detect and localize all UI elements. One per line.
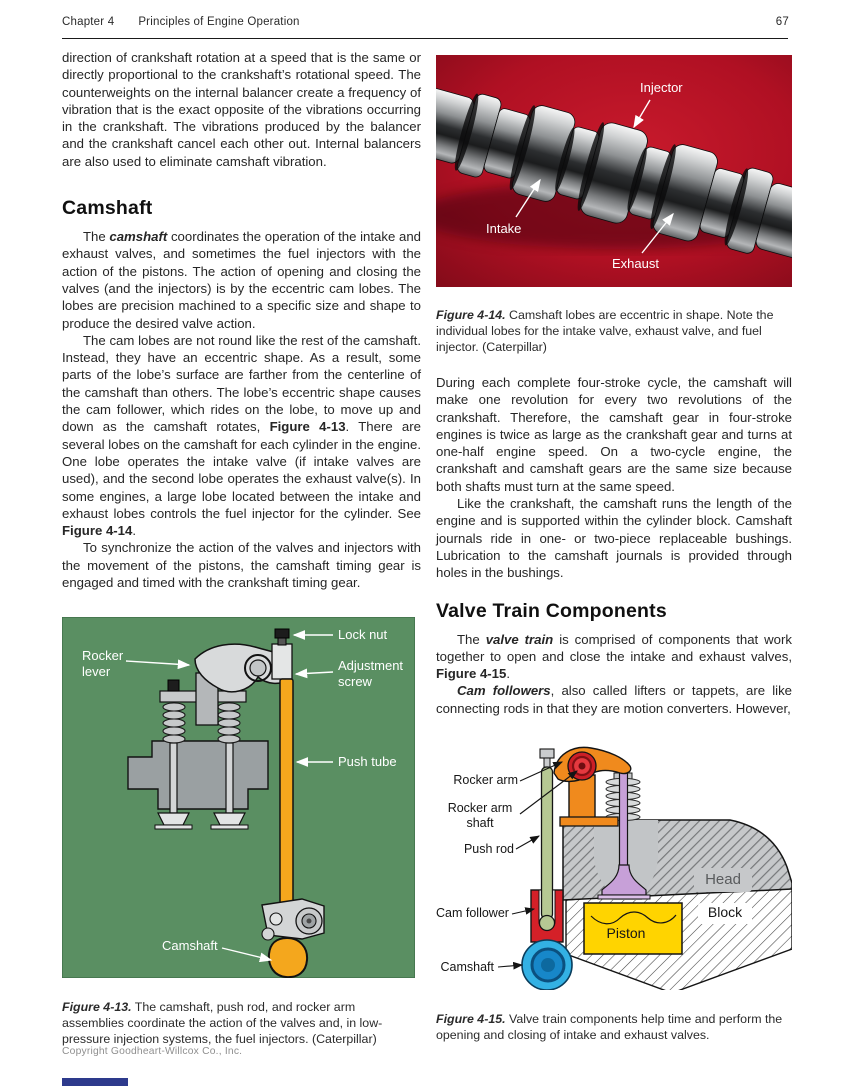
copyright-notice: Copyright Goodheart-Willcox Co., Inc. <box>62 1046 243 1057</box>
paragraph-four-stroke: During each complete four-stroke cycle, … <box>436 375 792 494</box>
right-column: During each complete four-stroke cycle, … <box>436 374 792 717</box>
paragraph-cam-followers: Cam followers, also called lifters or ta… <box>436 683 792 716</box>
exhaust-label: Exhaust <box>612 256 659 271</box>
rocker-arm-shaft-label: Rocker arm shaft <box>447 801 513 830</box>
push-tube-label: Push tube <box>338 754 397 769</box>
figure-4-13-reference: Figure 4-13 <box>269 419 346 435</box>
figure-4-15-caption: Figure 4-15. Valve train components help… <box>436 1012 783 1043</box>
paragraph-valve-train: The valve train is comprised of componen… <box>436 631 792 682</box>
camshaft-label-15: Camshaft <box>440 960 495 974</box>
intake-label: Intake <box>486 221 522 236</box>
paragraph-cam-lobes: The cam lobes are not round like the res… <box>62 332 421 539</box>
left-column: direction of crankshaft rotation at a sp… <box>62 49 421 591</box>
valve-train-illustration <box>497 746 792 990</box>
figure-4-15-diagram: Rocker arm Rocker arm shaft Push rod Cam… <box>436 737 792 990</box>
paragraph-camshaft-intro: The camshaft coordinates the operation o… <box>62 229 421 331</box>
print-registration-mark <box>62 1078 128 1086</box>
lock-nut-label: Lock nut <box>338 627 388 642</box>
camshaft-photo-illustration <box>436 55 792 287</box>
figure-4-15-reference: Figure 4-15 <box>436 666 507 682</box>
heading-camshaft: Camshaft <box>62 197 153 220</box>
push-rod-label: Push rod <box>463 842 514 856</box>
rocker-arm-label: Rocker arm <box>453 773 518 787</box>
figure-4-14-caption: Figure 4-14. Camshaft lobes are eccentri… <box>436 308 774 355</box>
head-label: Head <box>705 871 741 888</box>
rocker-lever-label: Rocker lever <box>82 648 124 679</box>
paragraph-camshaft-journals: Like the crankshaft, the camshaft runs t… <box>436 496 792 581</box>
chapter-title: Principles of Engine Operation <box>138 16 300 28</box>
adjustment-screw-label: Adjustment screw <box>338 658 404 689</box>
page-number: 67 <box>775 16 789 28</box>
figure-4-14-photo: Injector Intake Exhaust <box>436 55 792 287</box>
header-divider <box>62 38 788 39</box>
paragraph-timing-gear: To synchronize the action of the valves … <box>62 540 421 591</box>
figure-4-13-caption: Figure 4-13. The camshaft, push rod, and… <box>62 1000 383 1047</box>
injector-label: Injector <box>640 80 683 95</box>
block-label: Block <box>707 904 743 920</box>
chapter-number: Chapter 4 <box>62 16 115 28</box>
camshaft-label: Camshaft <box>162 938 218 953</box>
paragraph-balancer: direction of crankshaft rotation at a sp… <box>62 50 421 169</box>
piston-label: Piston <box>606 925 646 941</box>
rocker-arm-pushrod-illustration <box>62 617 415 978</box>
figure-4-13-diagram: Rocker lever Lock nut Adjustment screw P… <box>62 617 415 978</box>
heading-valve-train: Valve Train Components <box>436 599 667 622</box>
cam-follower-label: Cam follower <box>436 906 509 920</box>
page-header: Chapter 4 Principles of Engine Operation… <box>62 16 789 28</box>
figure-4-14-reference: Figure 4-14 <box>62 523 133 539</box>
